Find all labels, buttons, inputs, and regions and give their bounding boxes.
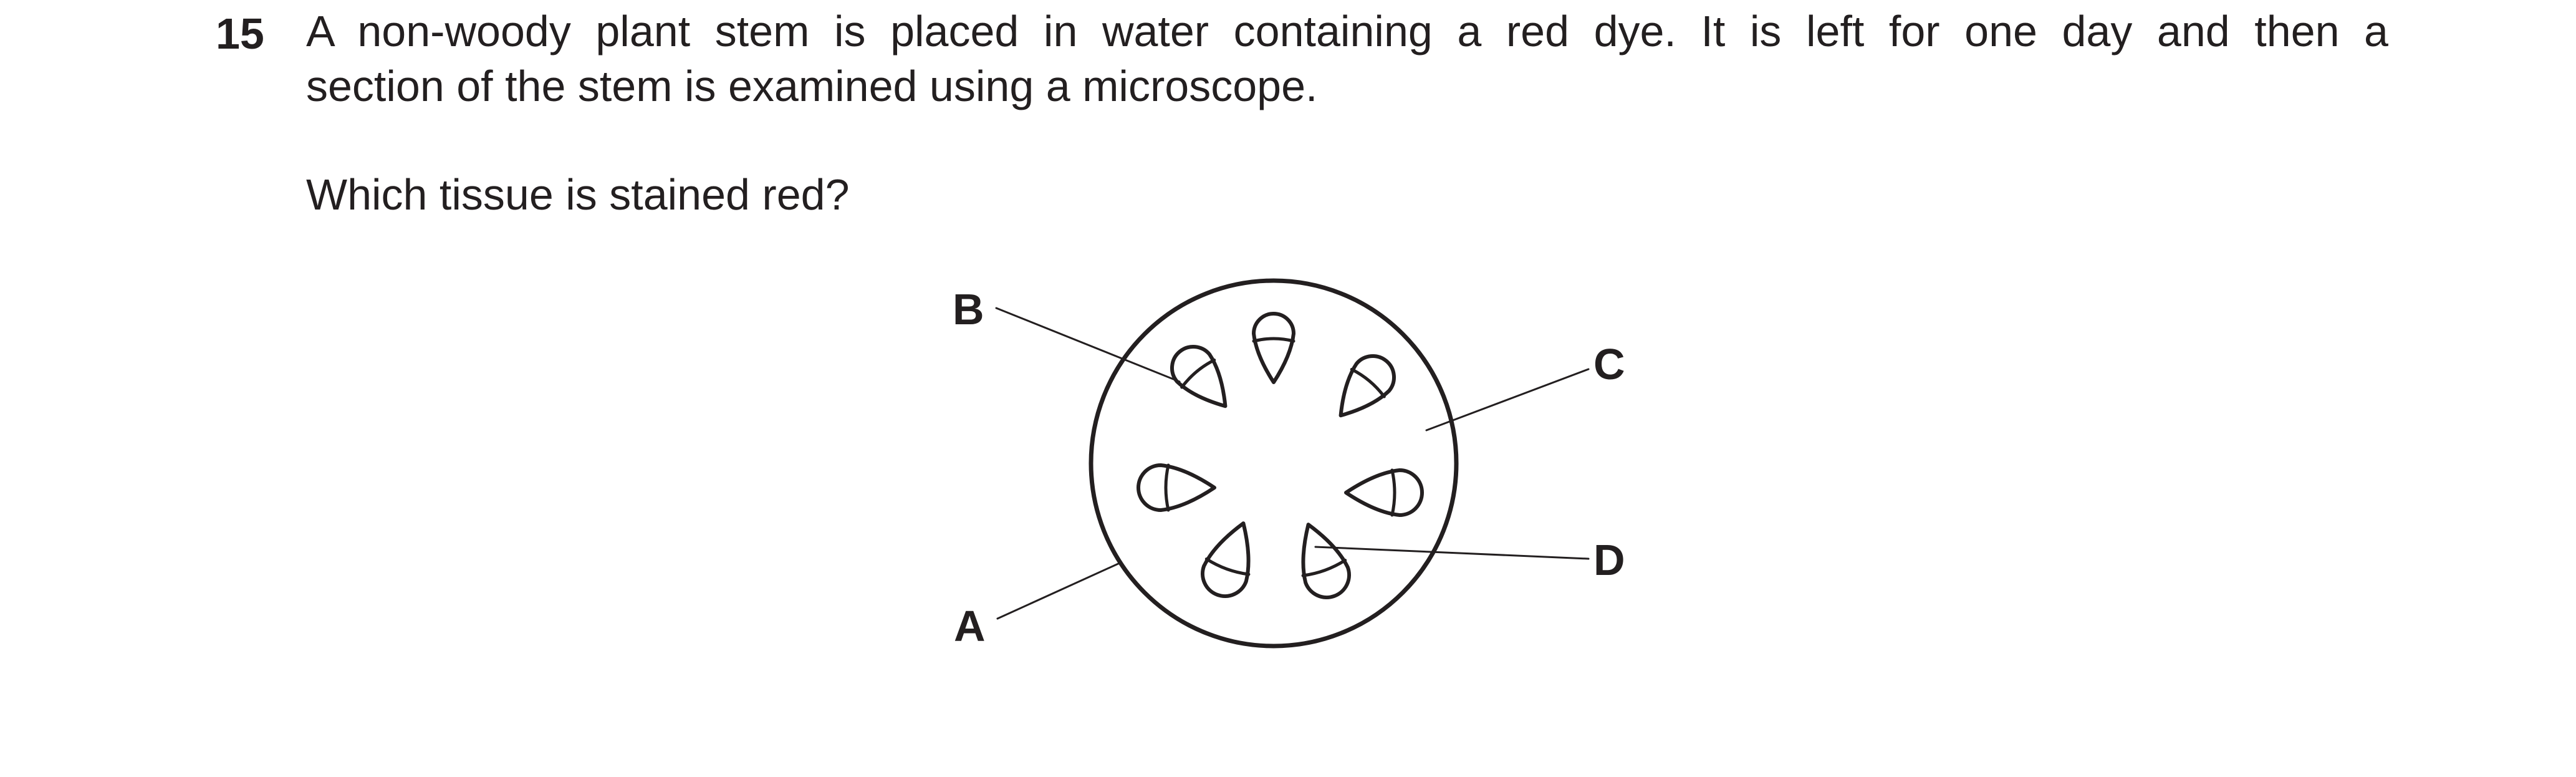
vascular-bundle — [1344, 468, 1424, 517]
label-c: C — [1593, 340, 1625, 388]
vascular-bundle — [1137, 463, 1216, 512]
question-prompt: Which tissue is stained red? — [306, 170, 850, 219]
label-line-b — [995, 307, 1181, 383]
vascular-bundle — [1338, 354, 1396, 418]
label-line-a — [996, 561, 1122, 620]
label-line-d — [1314, 546, 1590, 560]
label-line-c — [1425, 368, 1590, 432]
stem-cross-section-svg: B C D A — [953, 278, 1625, 650]
stem-outline — [1089, 278, 1459, 649]
label-b: B — [953, 285, 984, 334]
question-stem: A non-woody plant stem is placed in wate… — [306, 4, 2388, 113]
question-stem-line-1: A non-woody plant stem is placed in wate… — [306, 7, 2388, 56]
stem-cross-section-diagram: B C D A — [929, 268, 1721, 670]
vascular-bundle — [1252, 312, 1295, 384]
vascular-bundle — [1201, 521, 1251, 598]
label-a: A — [954, 602, 986, 650]
label-d: D — [1593, 536, 1625, 584]
vascular-bundle — [1301, 523, 1351, 599]
question-number: 15 — [216, 9, 264, 58]
question-stem-line-2: section of the stem is examined using a … — [306, 62, 1318, 110]
